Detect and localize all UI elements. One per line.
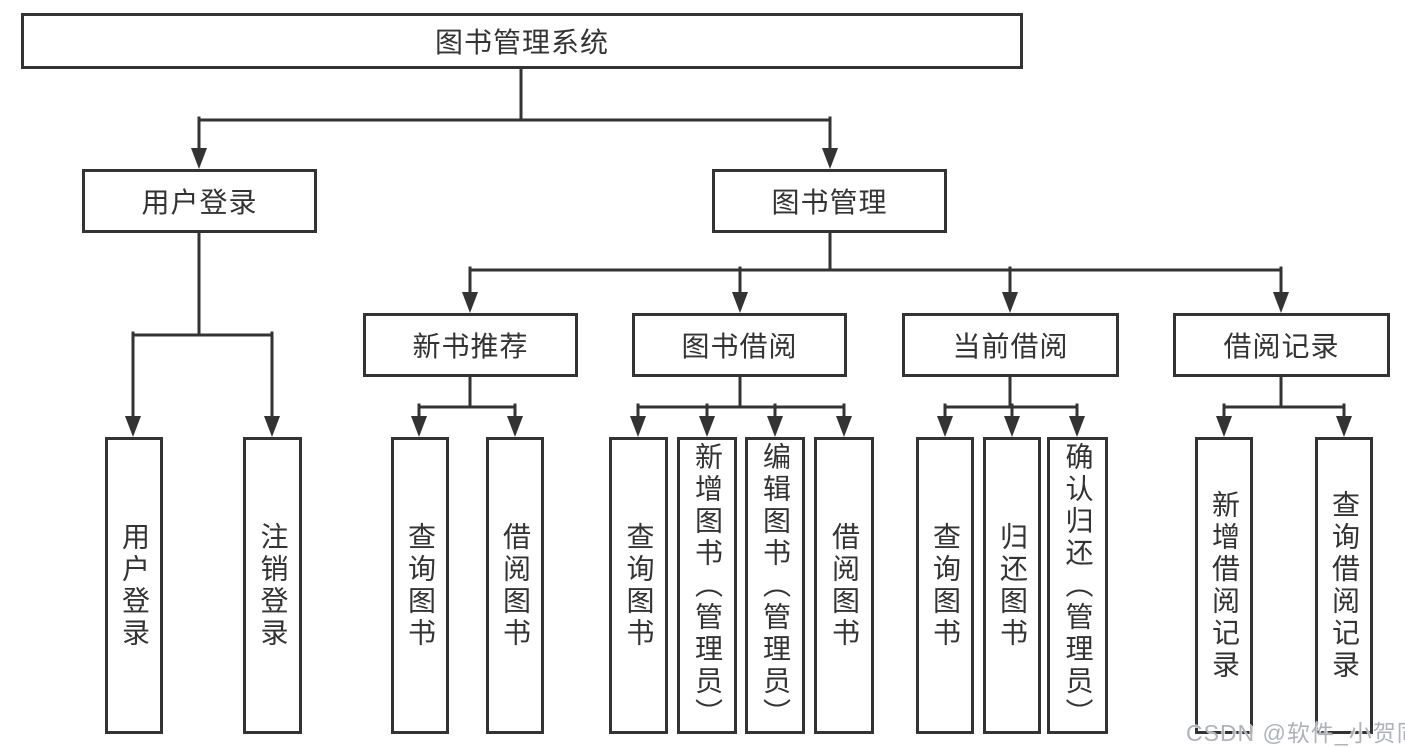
leaf-label: 归还图书 (997, 521, 1028, 650)
node-new-book-recommendation: 新书推荐 (363, 313, 578, 377)
arrowhead (1069, 416, 1085, 437)
leaf-query-borrow-record: 查询借阅记录 (1315, 437, 1373, 734)
leaf-logout: 注销登录 (243, 437, 302, 734)
node-current-borrowing: 当前借阅 (902, 313, 1119, 377)
arrowhead (462, 292, 478, 313)
arrowhead (699, 416, 715, 437)
node-root: 图书管理系统 (21, 13, 1023, 69)
csdn-watermark: CSDN @软件_小贺同学 (1186, 720, 1405, 746)
leaf-label: 用户登录 (119, 521, 150, 650)
arrowhead (732, 292, 748, 313)
arrowhead (630, 416, 646, 437)
arrowhead (937, 416, 953, 437)
leaf-label: 查询图书 (405, 521, 436, 650)
leaf-label: 新增借阅记录 (1209, 489, 1240, 682)
arrowhead (411, 416, 427, 437)
leaf-user-login: 用户登录 (105, 437, 163, 734)
arrowhead (836, 416, 852, 437)
node-book-borrowing: 图书借阅 (632, 313, 847, 377)
node-borrowing-records: 借阅记录 (1173, 313, 1390, 377)
leaf-label: 注销登录 (257, 521, 289, 650)
leaf-label: 查询借阅记录 (1329, 489, 1360, 682)
leaf-add-books-admin: 新增图书（管理员） (677, 437, 737, 734)
leaf-add-borrow-record: 新增借阅记录 (1195, 437, 1253, 734)
leaf-label: 确认归还（管理员） (1062, 441, 1094, 730)
arrowhead (264, 416, 280, 437)
arrowhead (191, 148, 207, 169)
leaf-return-books: 归还图书 (983, 437, 1041, 734)
leaf-label: 查询图书 (930, 521, 961, 650)
leaf-label: 借阅图书 (829, 521, 860, 650)
leaf-edit-books-admin: 编辑图书（管理员） (745, 437, 805, 734)
node-book-management: 图书管理 (712, 169, 947, 233)
leaf-query-books-recommend: 查询图书 (391, 437, 449, 734)
leaf-borrow-books-borrowing: 借阅图书 (814, 437, 874, 734)
leaf-confirm-return-admin: 确认归还（管理员） (1047, 437, 1108, 734)
arrowhead (1216, 416, 1232, 437)
node-user-login: 用户登录 (82, 169, 317, 233)
arrowhead (125, 416, 141, 437)
leaf-query-books-borrowing: 查询图书 (609, 437, 668, 734)
arrowhead (1336, 416, 1352, 437)
arrowhead (822, 148, 838, 169)
tree-edges (131, 64, 1346, 420)
arrowhead (767, 416, 783, 437)
arrowheads (125, 148, 1352, 437)
leaf-borrow-books-recommend: 借阅图书 (486, 437, 544, 734)
arrowhead (1002, 292, 1018, 313)
arrowhead (1004, 416, 1020, 437)
leaf-label: 查询图书 (623, 521, 655, 650)
leaf-label: 编辑图书（管理员） (760, 441, 791, 730)
arrowhead (1273, 292, 1289, 313)
arrowhead (507, 416, 523, 437)
leaf-label: 新增图书（管理员） (692, 441, 723, 730)
leaf-label: 借阅图书 (500, 521, 531, 650)
leaf-query-books-current: 查询图书 (916, 437, 974, 734)
